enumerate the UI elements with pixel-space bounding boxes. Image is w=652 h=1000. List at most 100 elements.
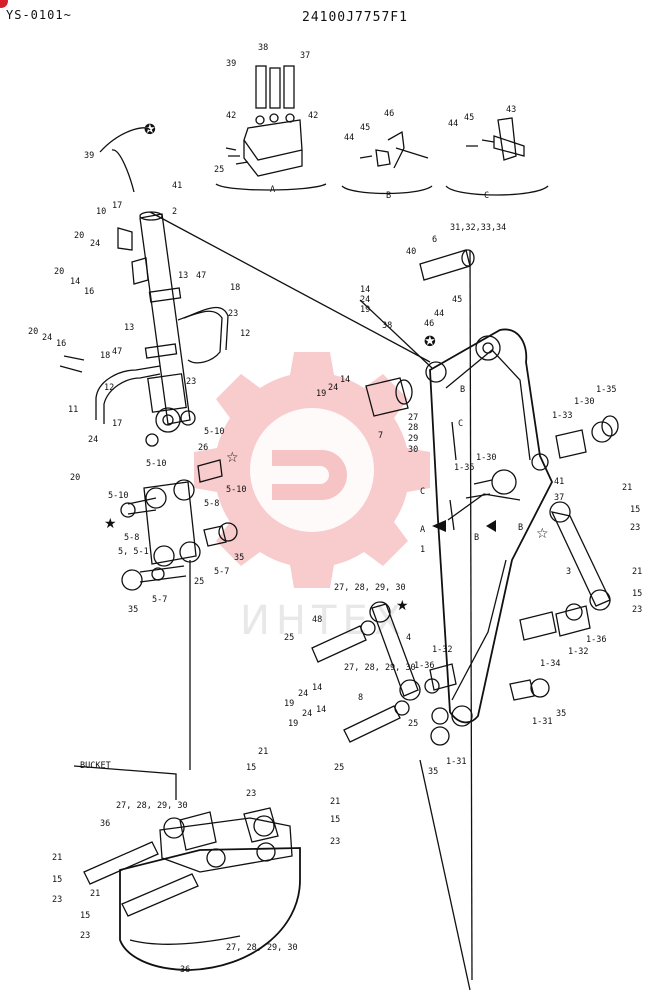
callout: 23 [330,837,340,847]
callout: 38 [382,321,392,331]
callout: 44 [434,309,444,319]
callout: 6 [432,235,437,245]
callout: B [460,385,465,395]
callout: 31,32,33,34 [450,223,506,233]
serial-range: YS-0101~ [6,8,72,22]
bucket [73,765,301,971]
callout: 1-36 [586,635,606,645]
callout: 27, 28, 29, 30 [226,943,298,953]
callout: 28 [408,423,418,433]
link-assembly-5 [120,410,238,591]
callout: 24 [328,383,338,393]
callout: 20 [28,327,38,337]
detail-view-b [341,130,433,195]
svg-text:☆: ☆ [536,526,549,542]
callout: 44 [448,119,458,129]
callout: 29 [408,434,418,444]
callout: 38 [258,43,268,53]
callout: 17 [112,201,122,211]
callout: 37 [554,493,564,503]
callout: 24 [90,239,100,249]
callout: 3 [566,567,571,577]
callout: 36 [100,819,110,829]
callout: 16 [84,287,94,297]
callout: 23 [632,605,642,615]
section-label: BUCKET [80,761,111,771]
callout: 24 [42,333,52,343]
callout: 1-30 [476,453,496,463]
detail-label: B [386,191,391,201]
callout: 45 [360,123,370,133]
callout: B [474,533,479,543]
callout: 5-8 [204,499,219,509]
callout: 1-34 [540,659,560,669]
alignment-lines [149,211,473,991]
watermark-text: ИНТЕХ [240,598,408,644]
svg-text:✪: ✪ [424,334,436,350]
callout: A [420,525,425,535]
callout: 36 [180,965,190,975]
callout: 20 [70,473,80,483]
callout: 21 [258,747,268,757]
callout: 14 [312,683,322,693]
callout: 5-7 [152,595,167,605]
part-code: 24100J7757F1 [302,10,408,25]
callout: 48 [312,615,322,625]
callout: 14 [340,375,350,385]
callout: 17 [112,419,122,429]
callout: 47 [196,271,206,281]
callout: 1-33 [552,411,572,421]
callout: 39 [84,151,94,161]
callout: 27 [408,413,418,423]
callout: 23 [630,523,640,533]
callout: 11 [68,405,78,415]
callout: 30 [408,445,418,455]
detail-label: C [484,191,489,201]
callout: 20 [74,231,84,241]
callout: 16 [56,339,66,349]
callout: 14 [70,277,80,287]
callout: 19 [316,389,326,399]
callout: 14 [360,285,370,295]
callout: 5-10 [204,427,224,437]
callout: 35 [234,553,244,563]
callout: 18 [100,351,110,361]
callout-labels: 39 38 37 42 42 25 A 46 44 45 B 43 44 45 … [28,43,642,975]
callout: 19 [284,699,294,709]
callout: 35 [128,605,138,615]
svg-text:★: ★ [104,516,117,532]
corner-mark [0,0,8,8]
callout: 4 [406,633,411,643]
callout: 5-7 [214,567,229,577]
callout: 25 [194,577,204,587]
callout: 23 [186,377,196,387]
callout: 45 [452,295,462,305]
callout: 21 [632,567,642,577]
svg-text:★: ★ [396,598,409,614]
callout: 15 [632,589,642,599]
callout: 1-31 [446,757,466,767]
callout: 12 [104,383,114,393]
callout: 14 [316,705,326,715]
callout: 24 [302,709,312,719]
callout: 41 [172,181,182,191]
callout: 19 [288,719,298,729]
callout: 46 [384,109,394,119]
callout: 12 [240,329,250,339]
callout: 18 [230,283,240,293]
callout: 1 [420,545,425,555]
callout: 5-10 [146,459,166,469]
callout: 1-30 [574,397,594,407]
callout: 15 [330,815,340,825]
callout: 43 [506,105,516,115]
callout: 21 [622,483,632,493]
callout: 5-10 [226,485,246,495]
link-4 [311,601,421,743]
callout: 21 [52,853,62,863]
callout: 23 [246,789,256,799]
callout: 24 [88,435,98,445]
callout: 1-31 [532,717,552,727]
callout: B [518,523,523,533]
